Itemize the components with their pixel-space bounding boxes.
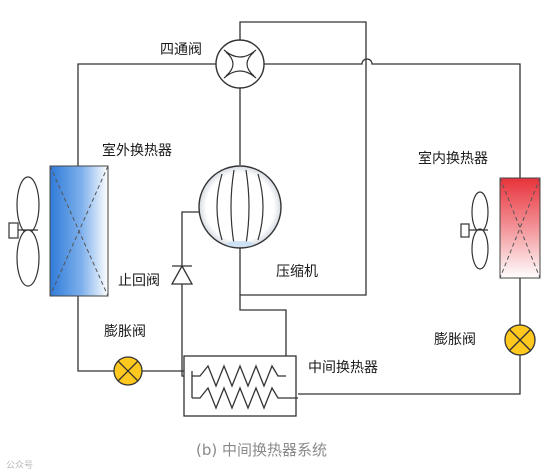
four-way-valve (215, 39, 265, 89)
compressor-label: 压缩机 (276, 264, 318, 280)
piping (77, 21, 521, 395)
figure-caption: (b) 中间换热器系统 (196, 441, 327, 459)
check-valve-label: 止回阀 (118, 273, 160, 289)
expansion-valve-left-icon (113, 356, 143, 386)
expansion-valve-right-icon (504, 324, 536, 356)
four-way-valve-label: 四通阀 (160, 42, 202, 58)
indoor-hx-label: 室内换热器 (418, 150, 488, 167)
outdoor-heat-exchanger (49, 165, 109, 297)
intermediate-hx-label: 中间换热器 (308, 359, 378, 376)
expansion-valve-right-label: 膨胀阀 (434, 331, 476, 348)
check-valve-icon (170, 264, 194, 285)
compressor (198, 165, 282, 249)
intermediate-heat-exchanger (183, 355, 298, 417)
outdoor-hx-label: 室外换热器 (102, 142, 172, 159)
outdoor-fan-icon (8, 176, 40, 287)
indoor-fan-icon (460, 191, 489, 270)
expansion-valve-left-label: 膨胀阀 (104, 323, 146, 340)
watermark: 公众号 (6, 460, 33, 471)
indoor-heat-exchanger (499, 177, 541, 279)
